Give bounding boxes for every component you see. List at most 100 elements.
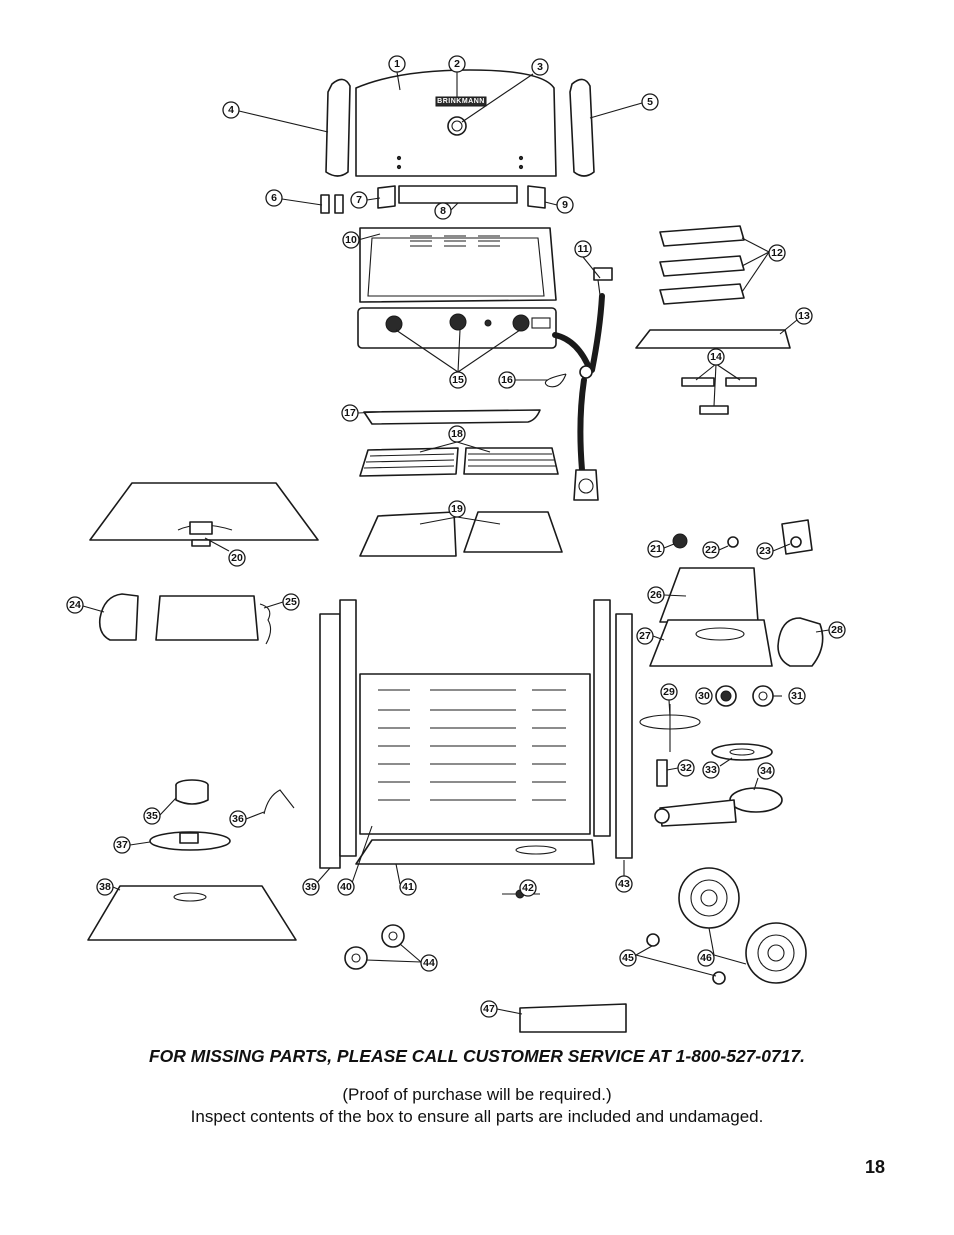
svg-text:17: 17	[344, 407, 356, 419]
burner-clips	[681, 377, 757, 415]
callout-47: 47	[480, 1000, 498, 1018]
svg-text:12: 12	[771, 247, 783, 259]
proof-of-purchase-note: (Proof of purchase will be required.)	[342, 1085, 612, 1104]
side-shelf-handle-right	[777, 617, 824, 667]
svg-text:23: 23	[759, 545, 771, 557]
callout-8: 8	[434, 202, 452, 220]
svg-text:24: 24	[69, 599, 81, 611]
cooking-grates	[359, 447, 559, 477]
svg-text:6: 6	[271, 192, 277, 204]
callout-43: 43	[615, 875, 633, 893]
lid-end-cap-left	[377, 185, 396, 209]
callout-33: 33	[702, 761, 720, 779]
flame-tamers	[359, 511, 563, 557]
callout-21: 21	[647, 540, 665, 558]
warming-rack	[363, 409, 541, 425]
callout-37: 37	[113, 836, 131, 854]
callout-45: 45	[619, 949, 637, 967]
casters	[344, 924, 405, 970]
callout-34: 34	[757, 762, 775, 780]
callout-9: 9	[556, 196, 574, 214]
callout-27: 27	[636, 627, 654, 645]
callout-1: 1	[388, 55, 406, 73]
svg-text:39: 39	[305, 881, 317, 893]
callout-4: 4	[222, 101, 240, 119]
svg-text:44: 44	[423, 957, 435, 969]
svg-text:32: 32	[680, 762, 692, 774]
bottom-shelf	[87, 885, 297, 941]
svg-text:3: 3	[537, 61, 543, 73]
callout-36: 36	[229, 810, 247, 828]
svg-text:4: 4	[228, 104, 234, 116]
callout-31: 31	[788, 687, 806, 705]
svg-text:14: 14	[710, 351, 722, 363]
side-shelf-left	[155, 595, 272, 645]
callout-15: 15	[449, 371, 467, 389]
hinge-bracket-left	[320, 194, 330, 214]
page-number: 18	[864, 1157, 885, 1177]
grease-cup-hanger	[263, 789, 295, 815]
callout-6: 6	[265, 189, 283, 207]
callout-13: 13	[795, 307, 813, 325]
svg-text:11: 11	[577, 243, 588, 255]
svg-text:8: 8	[440, 205, 446, 217]
lid-side-left	[325, 78, 351, 177]
callout-2: 2	[448, 55, 466, 73]
burner-bracket	[635, 329, 791, 349]
inspect-contents-note: Inspect contents of the box to ensure al…	[190, 1107, 764, 1126]
burner-tubes	[659, 225, 745, 305]
callout-35: 35	[143, 807, 161, 825]
svg-text:25: 25	[285, 596, 297, 608]
hinge-bracket-right	[334, 194, 344, 214]
callout-29: 29	[660, 683, 678, 701]
callout-14: 14	[707, 348, 725, 366]
callout-18: 18	[448, 425, 466, 443]
callout-26: 26	[647, 586, 665, 604]
svg-text:9: 9	[562, 199, 568, 211]
callout-3: 3	[531, 58, 549, 76]
spark-electrode	[656, 759, 668, 787]
lid-side-right	[569, 78, 595, 177]
door-stop-bracket	[519, 1003, 627, 1033]
callout-22: 22	[702, 541, 720, 559]
callout-38: 38	[96, 878, 114, 896]
cart-floor-panel	[355, 839, 595, 865]
svg-text:37: 37	[116, 839, 128, 851]
wheels	[678, 867, 807, 984]
knob-bezel	[727, 536, 739, 548]
callout-24: 24	[66, 596, 84, 614]
svg-text:35: 35	[146, 810, 158, 822]
side-burner-shelf	[649, 619, 773, 667]
cart-leg-front-left	[319, 599, 357, 869]
side-burner-bezel	[752, 685, 774, 707]
lid-end-cap-right	[527, 185, 546, 209]
firebox	[357, 227, 557, 349]
svg-text:30: 30	[698, 690, 710, 702]
svg-text:22: 22	[705, 544, 717, 556]
callout-20: 20	[228, 549, 246, 567]
callout-41: 41	[399, 878, 417, 896]
svg-text:41: 41	[402, 881, 414, 893]
svg-text:2: 2	[454, 58, 460, 70]
grill-lid: BRINKMANN	[355, 69, 557, 177]
side-shelf-handle-left	[98, 593, 139, 641]
svg-text:34: 34	[760, 765, 772, 777]
callout-42: 42	[519, 879, 537, 897]
svg-text:20: 20	[231, 552, 243, 564]
callout-19: 19	[448, 500, 466, 518]
svg-text:27: 27	[639, 630, 651, 642]
svg-text:43: 43	[618, 878, 630, 890]
svg-text:26: 26	[650, 589, 662, 601]
callout-17: 17	[341, 404, 359, 422]
svg-text:19: 19	[451, 503, 463, 515]
callout-32: 32	[677, 759, 695, 777]
callout-5: 5	[641, 93, 659, 111]
brand-label: BRINKMANN	[437, 98, 485, 105]
callout-39: 39	[302, 878, 320, 896]
wheel-axle-caps	[646, 933, 726, 985]
svg-text:18: 18	[451, 428, 463, 440]
svg-text:33: 33	[705, 764, 717, 776]
cart-back-panel	[359, 673, 591, 835]
svg-text:31: 31	[791, 690, 803, 702]
callout-40: 40	[337, 878, 355, 896]
